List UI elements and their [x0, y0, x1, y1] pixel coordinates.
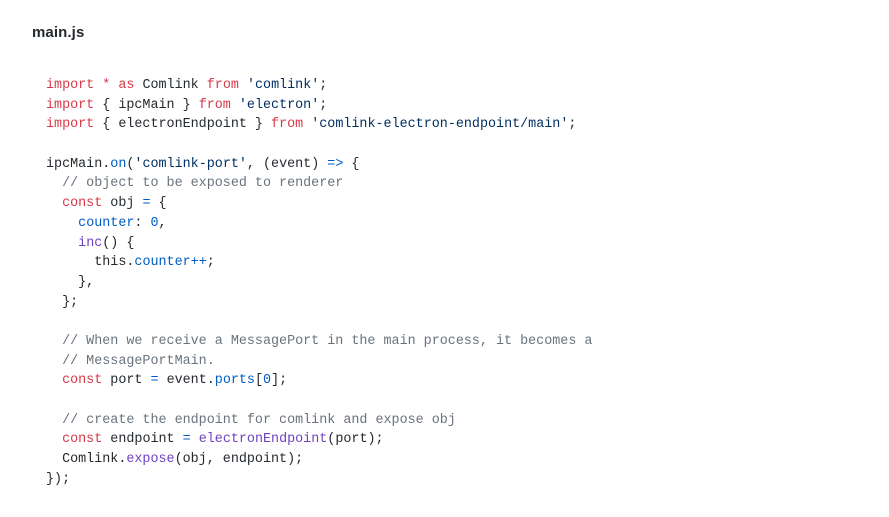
code-token: Comlink — [134, 78, 207, 93]
code-token: { — [343, 156, 360, 172]
code-token: () { — [102, 235, 135, 251]
code-token: ipcMain. — [46, 156, 111, 172]
code-token: obj — [102, 196, 143, 212]
code-token: endpoint — [102, 432, 183, 448]
code-token: }, — [46, 274, 95, 290]
code-token: 'comlink-electron-endpoint/main' — [311, 117, 569, 133]
code-token — [46, 432, 62, 447]
code-token — [191, 432, 199, 447]
code-token: ++ — [190, 255, 207, 271]
code-line: }; — [46, 293, 592, 313]
code-token: = — [150, 373, 159, 389]
code-token: inc — [78, 235, 103, 251]
code-token — [239, 78, 247, 93]
code-token: import — [46, 97, 95, 113]
code-token: electronEndpoint — [198, 432, 328, 448]
code-token: ; — [319, 78, 328, 93]
code-token: // create the endpoint for comlink and e… — [46, 412, 456, 428]
code-line: // MessagePortMain. — [46, 352, 592, 372]
code-line: // When we receive a MessagePort in the … — [46, 332, 592, 352]
code-token: (obj, endpoint); — [174, 452, 304, 468]
code-token: 'electron' — [238, 97, 320, 113]
code-token: 0 — [150, 215, 159, 231]
code-token: // When we receive a MessagePort in the … — [46, 333, 593, 349]
code-token: // MessagePortMain. — [46, 353, 215, 369]
code-token: 'comlink' — [246, 78, 320, 93]
code-token: [ — [254, 373, 264, 389]
code-line: const endpoint = electronEndpoint(port); — [46, 430, 592, 450]
code-line: inc() { — [46, 234, 592, 254]
code-block: import * as Comlink from 'comlink';impor… — [46, 76, 592, 489]
code-token: : — [134, 215, 151, 231]
code-line: }, — [46, 273, 592, 293]
code-token: port — [102, 373, 151, 389]
code-token: { ipcMain } — [94, 97, 199, 113]
code-token — [46, 216, 78, 231]
code-token: const — [62, 373, 103, 389]
code-token: on — [110, 156, 127, 172]
code-token — [46, 196, 62, 211]
code-line: // create the endpoint for comlink and e… — [46, 411, 592, 431]
code-token — [46, 236, 78, 251]
code-token: counter — [78, 215, 135, 231]
code-line: // object to be exposed to renderer — [46, 174, 592, 194]
code-line — [46, 135, 592, 155]
code-token: import — [46, 78, 95, 93]
code-token: // object to be exposed to renderer — [46, 176, 344, 192]
code-token: as — [118, 78, 135, 93]
code-token: expose — [126, 452, 175, 468]
code-line: import { electronEndpoint } from 'comlin… — [46, 115, 592, 135]
code-line: const obj = { — [46, 194, 592, 214]
code-token: ; — [568, 117, 577, 133]
code-line: }); — [46, 470, 592, 490]
code-token: , (event) — [246, 156, 328, 172]
code-token: ; — [206, 255, 215, 271]
code-token: from — [206, 78, 239, 93]
file-title: main.js — [32, 24, 85, 41]
code-token — [303, 117, 311, 132]
code-token: { electronEndpoint } — [94, 117, 272, 133]
code-token: import — [46, 117, 95, 133]
code-token: from — [198, 97, 231, 113]
code-token: counter — [134, 255, 191, 271]
code-token: event. — [158, 373, 215, 389]
code-line — [46, 391, 592, 411]
code-token — [231, 98, 239, 113]
code-token: ( — [126, 156, 135, 172]
code-line: import { ipcMain } from 'electron'; — [46, 96, 592, 116]
code-token: (port); — [327, 432, 384, 448]
code-token — [46, 373, 62, 388]
code-token: ports — [214, 373, 255, 389]
code-line — [46, 312, 592, 332]
code-line: this.counter++; — [46, 253, 592, 273]
code-line: const port = event.ports[0]; — [46, 371, 592, 391]
code-token: ; — [319, 97, 328, 113]
code-line: counter: 0, — [46, 214, 592, 234]
code-token: const — [62, 432, 103, 448]
code-token: ]; — [271, 373, 288, 389]
code-token: = — [182, 432, 191, 448]
code-token: = — [142, 196, 151, 212]
code-token: }; — [46, 294, 79, 310]
code-token: from — [271, 117, 304, 133]
code-line: ipcMain.on('comlink-port', (event) => { — [46, 155, 592, 175]
code-token: => — [327, 156, 344, 172]
code-token: 'comlink-port' — [134, 156, 247, 172]
code-token: { — [150, 196, 167, 212]
code-token: * — [102, 78, 111, 93]
code-token: Comlink. — [46, 452, 127, 468]
code-line: import * as Comlink from 'comlink'; — [46, 76, 592, 96]
code-line: Comlink.expose(obj, endpoint); — [46, 450, 592, 470]
code-token: this. — [46, 255, 135, 271]
code-token: }); — [46, 471, 71, 487]
code-token: 0 — [263, 373, 272, 389]
code-token: , — [158, 215, 167, 231]
code-token: const — [62, 196, 103, 212]
